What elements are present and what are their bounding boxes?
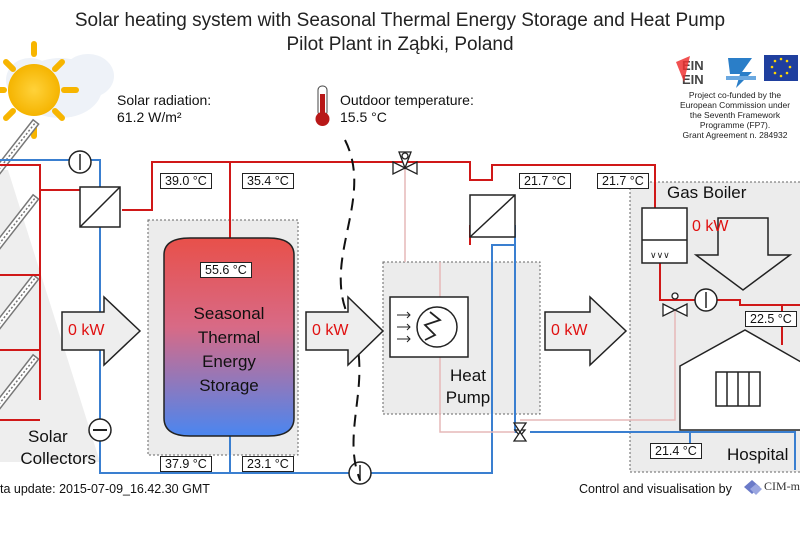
temp-hp-out-1: 21.7 °C [519, 173, 571, 189]
gas-boiler-label: Gas Boiler [667, 183, 747, 202]
temp-hp-out-2: 21.7 °C [597, 173, 649, 189]
eu-flag-icon [764, 55, 798, 81]
funding-line-5: Grant Agreement n. 284932 [682, 130, 788, 140]
solar-collectors-label: Solar Collectors [0, 426, 96, 470]
data-update-timestamp: ta update: 2015-07-09_16.42.30 GMT [0, 482, 210, 496]
storage-label-line-1: Seasonal [193, 304, 265, 323]
storage-tank [163, 237, 295, 437]
power-hp-to-hospital: 0 kW [551, 322, 588, 339]
heat-pump-heat-exchanger [469, 194, 516, 238]
collector-heat-exchanger [79, 186, 121, 228]
solar-label-line-2: Collectors [20, 449, 96, 468]
temp-hospital-supply: 22.5 °C [745, 311, 797, 327]
page-title: Solar heating system with Seasonal Therm… [74, 10, 726, 31]
page-subtitle: Pilot Plant in Ząbki, Poland [286, 34, 514, 55]
temp-storage-bottom-left: 37.9 °C [160, 456, 212, 472]
pump-off-icon [88, 418, 112, 442]
heat-pump-label: Heat Pump [440, 365, 496, 409]
temp-collector-loop-supply: 39.0 °C [160, 173, 212, 189]
gas-boiler: ∨∨∨ [641, 207, 688, 264]
collector-panel-background [0, 170, 100, 462]
outdoor-temp-label: Outdoor temperature: [340, 92, 474, 108]
pump-icon [68, 150, 718, 485]
solar-label-line-1: Solar [28, 427, 68, 446]
flow-arrow [61, 217, 793, 367]
storage-label-line-2: Thermal [197, 328, 261, 347]
heat-pump-unit [389, 296, 469, 358]
heat-pump-label-line-2: Pump [445, 388, 491, 407]
funding-line-2: European Commission under [679, 100, 791, 110]
solar-radiation-value: 61.2 W/m² [117, 109, 182, 125]
hospital-building [679, 329, 800, 431]
thermometer-icon [315, 85, 330, 126]
project-logo: EIN EIN [676, 56, 704, 87]
funding-line-4: Programme (FP7). [699, 120, 771, 130]
funding-line-1: Project co-funded by the [688, 90, 782, 100]
temp-storage-top: 55.6 °C [200, 262, 252, 278]
svg-text:EIN: EIN [682, 72, 704, 87]
storage-label: Seasonal Thermal Energy Storage [164, 302, 294, 398]
storage-label-line-3: Energy [202, 352, 256, 371]
power-collectors: 0 kW [68, 322, 105, 339]
power-storage-to-hp: 0 kW [312, 322, 349, 339]
svg-text:∨∨∨: ∨∨∨ [650, 251, 670, 261]
cim-logo-text: CIM-mc [764, 479, 800, 493]
temp-storage-inlet: 35.4 °C [242, 173, 294, 189]
cim-logo-icon [744, 480, 762, 495]
credit-text: Control and visualisation by [579, 482, 732, 496]
funding-line-3: the Seventh Framework [689, 110, 781, 120]
fp7-logo [726, 58, 756, 88]
solar-radiation-label: Solar radiation: [117, 92, 212, 108]
hospital-label: Hospital [727, 445, 789, 464]
three-way-valve-icon [392, 151, 688, 442]
sun-icon [0, 41, 114, 139]
temp-storage-bottom-right: 23.1 °C [242, 456, 294, 472]
outdoor-temp-value: 15.5 °C [340, 109, 387, 125]
storage-label-line-4: Storage [199, 376, 259, 395]
power-gas-boiler: 0 kW [692, 218, 729, 235]
temp-hospital-return: 21.4 °C [650, 443, 702, 459]
heat-pump-label-line-1: Heat [450, 366, 486, 385]
